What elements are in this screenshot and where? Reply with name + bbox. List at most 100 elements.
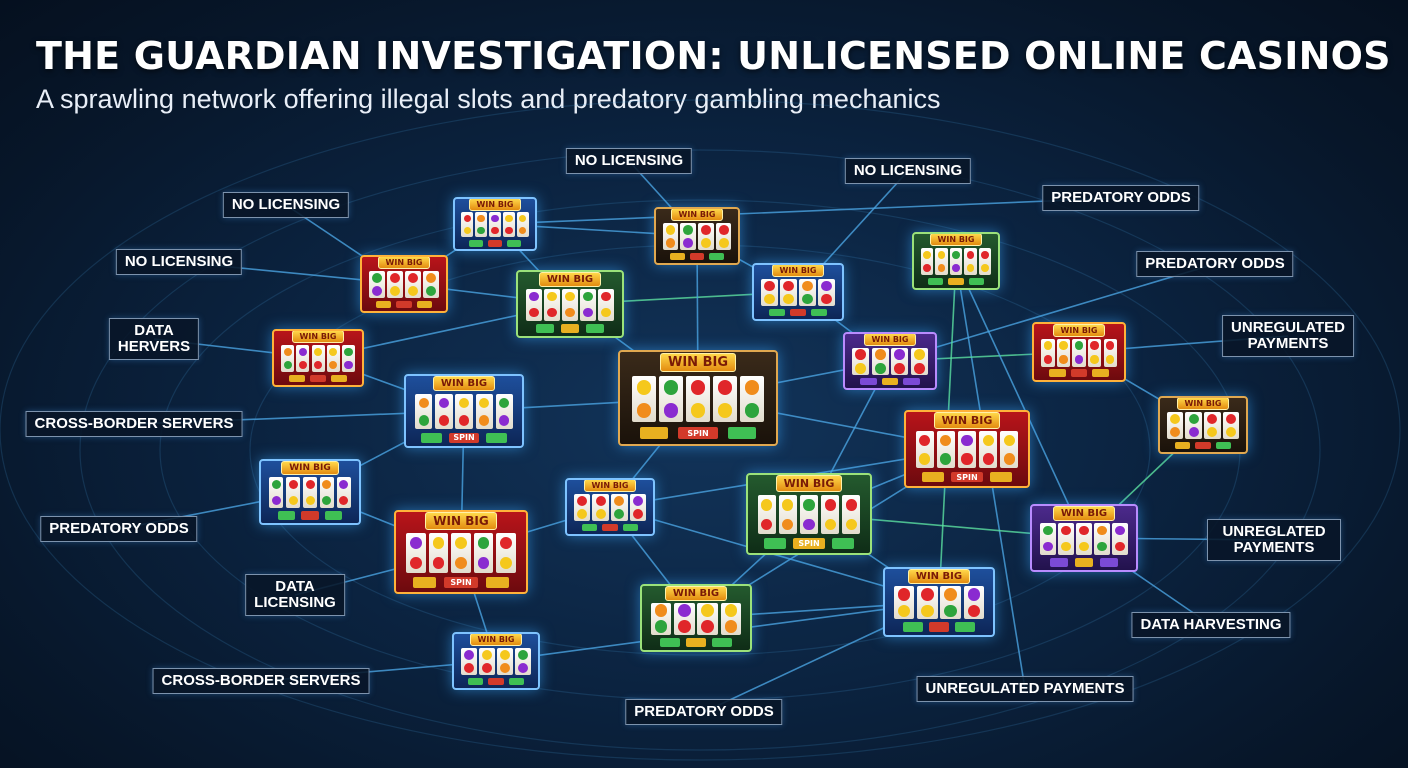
bet-button xyxy=(581,523,598,532)
fruit-symbol-icon xyxy=(874,362,886,374)
fruit-symbol-icon xyxy=(389,272,400,283)
fruit-symbol-icon xyxy=(717,403,733,418)
fruit-symbol-icon xyxy=(432,536,445,549)
slot-machine-3: WIN BIG xyxy=(360,255,448,313)
bet-button xyxy=(506,239,522,247)
bet-button xyxy=(1049,369,1066,378)
reel xyxy=(598,288,614,321)
win-big-banner: WIN BIG xyxy=(432,376,496,392)
reel xyxy=(650,602,672,635)
fruit-symbol-icon xyxy=(481,663,492,674)
reel xyxy=(674,602,695,635)
reel xyxy=(1056,338,1071,367)
slot-machine-controls: SPIN xyxy=(906,471,1028,483)
reel xyxy=(406,532,426,573)
reel xyxy=(296,345,310,373)
label-predatory-odds-2: PREDATORY ODDS xyxy=(1136,251,1294,277)
reel xyxy=(580,288,596,321)
reel-window xyxy=(281,345,355,373)
fruit-symbol-icon xyxy=(1170,427,1181,438)
fruit-symbol-icon xyxy=(1003,434,1015,447)
fruit-symbol-icon xyxy=(761,518,773,531)
fruit-symbol-icon xyxy=(583,291,593,302)
win-big-banner: WIN BIG xyxy=(425,512,497,530)
bet-button xyxy=(669,252,685,261)
slot-machine-header: WIN BIG xyxy=(914,234,998,247)
fruit-symbol-icon xyxy=(371,286,382,297)
bet-button xyxy=(277,511,296,520)
reel xyxy=(526,288,542,321)
fruit-symbol-icon xyxy=(894,362,906,374)
fruit-symbol-icon xyxy=(1207,413,1218,424)
win-big-banner: WIN BIG xyxy=(1052,324,1106,337)
reel-window xyxy=(893,586,985,620)
fruit-symbol-icon xyxy=(783,294,794,305)
reel-window xyxy=(526,288,614,321)
spin-button xyxy=(396,300,412,309)
reel xyxy=(460,648,477,676)
reel xyxy=(497,648,514,676)
reel xyxy=(686,375,710,422)
spin-button: SPIN xyxy=(951,471,983,483)
bet-button xyxy=(486,432,507,443)
fruit-symbol-icon xyxy=(663,403,679,418)
spin-button xyxy=(1070,369,1088,378)
spin-button xyxy=(1195,441,1211,450)
fruit-symbol-icon xyxy=(920,604,934,618)
fruit-symbol-icon xyxy=(632,495,644,506)
fruit-symbol-icon xyxy=(601,307,611,318)
reel xyxy=(1000,431,1019,469)
fruit-symbol-icon xyxy=(982,453,994,465)
fruit-symbol-icon xyxy=(1225,413,1237,424)
page-subtitle: A sprawling network offering illegal slo… xyxy=(36,84,941,114)
fruit-symbol-icon xyxy=(505,227,513,235)
slot-machine-header: WIN BIG xyxy=(1160,398,1246,411)
fruit-symbol-icon xyxy=(477,227,485,235)
reel xyxy=(891,348,909,376)
slot-machine-15: WIN BIG xyxy=(1158,396,1248,454)
slot-machine-controls xyxy=(454,677,538,686)
bet-button xyxy=(412,576,437,588)
fruit-symbol-icon xyxy=(518,649,529,660)
fruit-symbol-icon xyxy=(418,397,430,409)
fruit-symbol-icon xyxy=(913,349,925,361)
label-predatory-odds-3: PREDATORY ODDS xyxy=(40,516,198,542)
fruit-symbol-icon xyxy=(322,495,332,505)
reel xyxy=(1204,412,1221,440)
slot-machine-header: WIN BIG xyxy=(567,480,653,493)
fruit-symbol-icon xyxy=(782,518,794,531)
reel-window xyxy=(406,532,516,573)
spin-button: SPIN xyxy=(444,576,478,588)
slot-machine-11: WIN BIG SPIN xyxy=(394,510,528,594)
spin-button xyxy=(310,374,326,383)
fruit-symbol-icon xyxy=(802,280,813,291)
fruit-symbol-icon xyxy=(636,380,652,395)
fruit-symbol-icon xyxy=(744,403,760,418)
bet-button xyxy=(928,277,944,286)
bet-button xyxy=(727,426,756,440)
fruit-symbol-icon xyxy=(1059,355,1068,364)
fruit-symbol-icon xyxy=(298,361,307,370)
slot-machine-controls xyxy=(274,374,362,383)
fruit-symbol-icon xyxy=(967,588,981,601)
fruit-symbol-icon xyxy=(724,620,738,634)
reel xyxy=(573,494,591,522)
slot-machine-20: WIN BIG xyxy=(912,232,1000,290)
win-big-banner: WIN BIG xyxy=(933,412,1001,429)
slot-machine-controls xyxy=(1160,441,1246,450)
bet-button xyxy=(712,637,732,647)
fruit-symbol-icon xyxy=(845,518,857,531)
spin-button xyxy=(487,239,503,247)
slot-machine-controls xyxy=(754,308,842,317)
fruit-symbol-icon xyxy=(478,415,490,426)
reel xyxy=(473,532,494,573)
label-no-licensing-4: NO LICENSING xyxy=(115,249,243,275)
fruit-symbol-icon xyxy=(463,649,474,660)
bet-button xyxy=(535,323,555,333)
fruit-symbol-icon xyxy=(701,224,711,235)
slot-machine-controls xyxy=(656,252,738,261)
fruit-symbol-icon xyxy=(665,224,676,235)
reel xyxy=(852,348,870,376)
win-big-banner: WIN BIG xyxy=(660,352,736,372)
fruit-symbol-icon xyxy=(952,250,960,259)
